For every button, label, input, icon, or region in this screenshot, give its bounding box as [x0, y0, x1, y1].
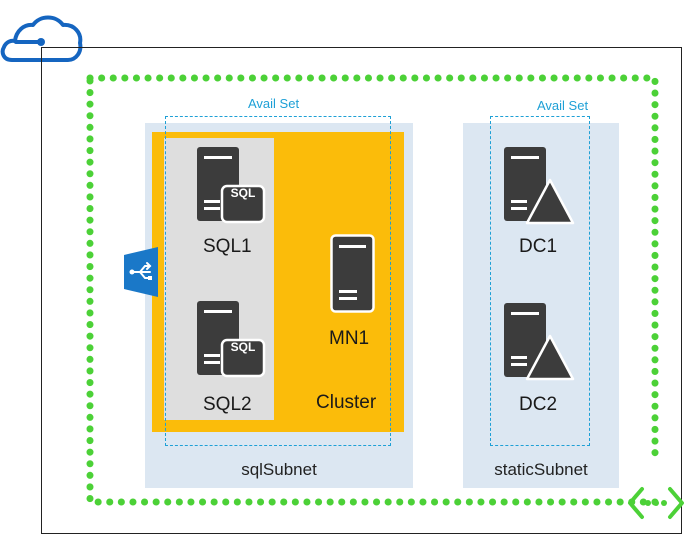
sql2-label: SQL2	[203, 394, 252, 415]
sql2-server-icon	[196, 300, 266, 380]
dc2-label: DC2	[519, 394, 558, 415]
dc1-server-icon	[503, 146, 575, 226]
sql-avail-set-box	[165, 116, 391, 446]
static-subnet-label: staticSubnet	[494, 460, 588, 479]
mn1-server-icon	[330, 234, 376, 314]
sql1-badge: SQL	[230, 186, 256, 200]
outer-frame	[41, 47, 682, 534]
virtual-network-icon	[626, 484, 686, 522]
static-avail-set-label: Avail Set	[537, 98, 589, 113]
sql1-server-icon	[196, 146, 266, 226]
azure-cloud-icon	[0, 10, 84, 66]
sql-avail-set-label: Avail Set	[248, 96, 300, 111]
sql2-badge: SQL	[230, 340, 256, 354]
mn1-label: MN1	[329, 328, 370, 349]
vnet-boundary	[80, 68, 670, 512]
dc2-server-icon	[503, 302, 575, 382]
sql1-label: SQL1	[203, 236, 252, 257]
load-balancer-icon	[124, 247, 158, 297]
sql-subnet-label: sqlSubnet	[241, 460, 317, 479]
dc1-label: DC1	[519, 236, 558, 257]
static-avail-set-box	[490, 116, 590, 446]
cluster-label: Cluster	[316, 392, 377, 413]
